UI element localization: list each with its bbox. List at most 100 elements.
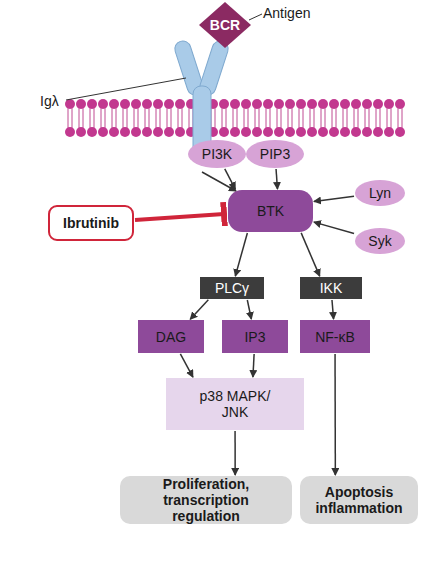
lipid-head <box>362 99 372 109</box>
node-text: IKK <box>320 280 343 296</box>
pathway-box: p38 MAPK/ JNK <box>166 378 304 430</box>
receptor-diamond: BCR <box>199 2 251 48</box>
outcome-box: Apoptosis inflammation <box>300 476 418 524</box>
lipid-head <box>373 99 383 109</box>
lipid-head <box>230 99 240 109</box>
lipid-head <box>329 99 339 109</box>
node-text: PLCγ <box>215 280 249 296</box>
lipid-head <box>120 127 130 137</box>
lipid-head <box>219 99 229 109</box>
lipid-tail <box>156 108 160 128</box>
signal-arrow <box>334 354 336 475</box>
lipid-tail <box>332 108 336 128</box>
signal-arrow <box>253 354 254 377</box>
lipid-head <box>98 127 108 137</box>
lipid-head <box>285 127 295 137</box>
ellipse-fill <box>355 228 405 254</box>
factor-box: NF-κB <box>300 320 370 353</box>
antigen-label: Antigen <box>263 5 310 21</box>
lipid-tail <box>387 108 391 128</box>
diamond-fill <box>199 2 251 48</box>
ellipse-fill <box>246 140 304 168</box>
ellipse-fill <box>355 180 405 206</box>
lipid-tail <box>244 108 248 128</box>
lipid-head <box>164 127 174 137</box>
lipid-head <box>340 127 350 137</box>
node-text: PIP3 <box>260 146 290 162</box>
lipid-tail <box>365 108 369 128</box>
lipid-tail <box>189 108 193 128</box>
lipid-head <box>351 99 361 109</box>
receptor <box>173 39 231 156</box>
messenger-box: IP3 <box>222 320 288 353</box>
lipid-head <box>142 99 152 109</box>
lipid-head <box>76 99 86 109</box>
lipid-tail <box>398 108 402 128</box>
lipid-tail <box>123 108 127 128</box>
lipid-head <box>351 127 361 137</box>
node-text: Apoptosis inflammation <box>308 484 410 516</box>
lipid-head <box>307 99 317 109</box>
node-text: DAG <box>156 329 186 345</box>
lipid-head <box>153 127 163 137</box>
lipid-head <box>219 127 229 137</box>
lipid-tail <box>310 108 314 128</box>
signal-arrow <box>225 169 236 189</box>
lipid-head <box>109 127 119 137</box>
lipid-tail <box>222 108 226 128</box>
lipid-head <box>318 99 328 109</box>
lipid-tail <box>233 108 237 128</box>
lipid-tail <box>376 108 380 128</box>
lipid-ellipse: PIP3 <box>246 140 304 168</box>
lipid-head <box>296 99 306 109</box>
kinase-ellipse: Syk <box>355 228 405 254</box>
leader-line <box>66 78 186 100</box>
node-text: BCR <box>210 17 240 33</box>
lipid-bilayer <box>65 99 405 137</box>
lipid-head <box>296 127 306 137</box>
lipid-head <box>384 99 394 109</box>
signal-arrow <box>180 354 193 377</box>
lipid-tail <box>101 108 105 128</box>
lipid-tail <box>90 108 94 128</box>
lipid-head <box>318 127 328 137</box>
node-text: NF-κB <box>315 329 355 345</box>
lipid-head <box>274 127 284 137</box>
lipid-tail <box>354 108 358 128</box>
lipid-tail <box>255 108 259 128</box>
lipid-head <box>142 127 152 137</box>
drug-box: Ibrutinib <box>48 205 134 241</box>
signal-arrow <box>190 300 208 320</box>
lipid-tail <box>288 108 292 128</box>
signal-arrow <box>202 172 236 191</box>
inhibition-line <box>135 214 224 220</box>
node-text: BTK <box>257 203 284 219</box>
lipid-head <box>153 99 163 109</box>
lipid-tail <box>343 108 347 128</box>
outcome-box: Proliferation, transcription regulation <box>120 476 292 524</box>
lipid-head <box>131 99 141 109</box>
lipid-head <box>87 127 97 137</box>
lipid-head <box>274 99 284 109</box>
lipid-head <box>340 99 350 109</box>
leader-line <box>249 14 262 20</box>
enzyme-box: PLCγ <box>200 277 264 299</box>
lipid-head <box>87 99 97 109</box>
node-text: Lyn <box>369 185 391 201</box>
lipid-head <box>373 127 383 137</box>
lipid-head <box>175 99 185 109</box>
lipid-head <box>98 99 108 109</box>
lipid-head <box>120 99 130 109</box>
lipid-head <box>384 127 394 137</box>
lipid-head <box>131 127 141 137</box>
signal-arrow <box>276 169 277 189</box>
lipid-tail <box>277 108 281 128</box>
lipid-head <box>307 127 317 137</box>
node-text: IP3 <box>244 329 265 345</box>
lipid-head <box>241 99 251 109</box>
signal-arrow <box>332 300 334 319</box>
lipid-head <box>230 127 240 137</box>
lipid-head <box>285 99 295 109</box>
signal-arrow <box>314 196 354 201</box>
lipid-head <box>395 99 405 109</box>
